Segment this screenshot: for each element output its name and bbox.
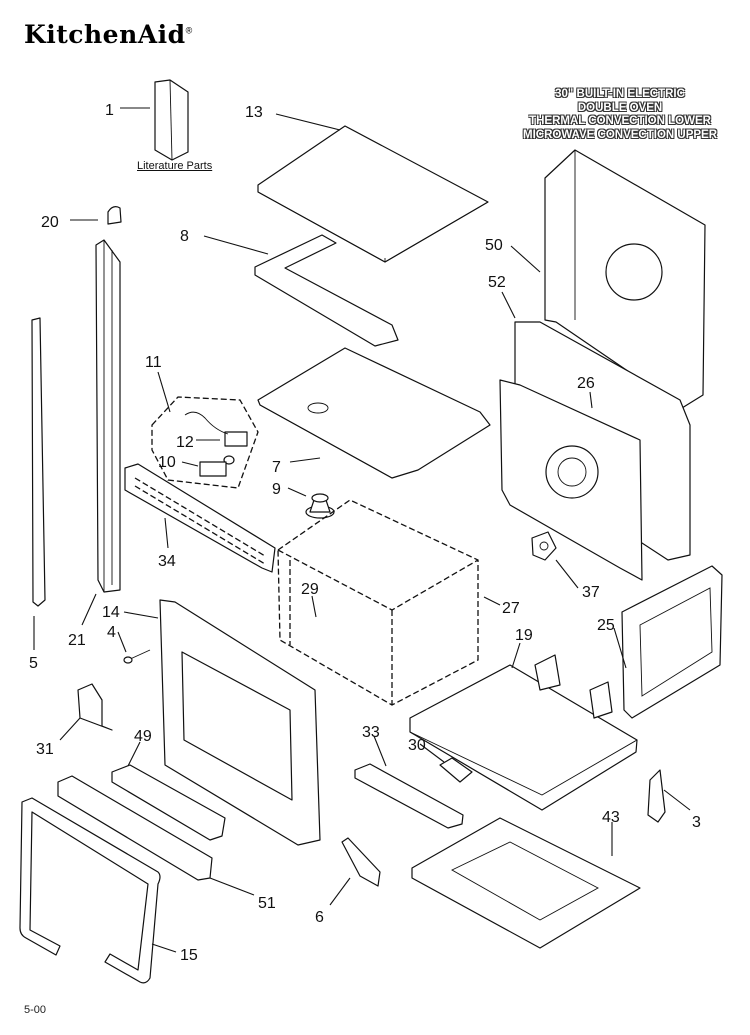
part-wiring-group <box>151 396 259 489</box>
part-lower-panel <box>409 654 638 811</box>
part-vent-grille <box>124 463 276 573</box>
part-cap <box>107 206 122 225</box>
part-angle-bracket <box>647 769 666 823</box>
part-fan-bracket <box>499 379 643 581</box>
callout-29: 29 <box>301 581 319 598</box>
callout-33: 33 <box>362 724 380 741</box>
diagram-title: 30" BUILT-IN ELECTRIC DOUBLE OVEN THERMA… <box>506 88 734 142</box>
part-clip-30 <box>439 757 473 783</box>
callout-26: 26 <box>577 375 595 392</box>
callout-7: 7 <box>272 459 281 476</box>
part-side-trim <box>95 239 121 593</box>
brand-name: KitchenAid <box>24 20 186 49</box>
part-side-panel <box>621 565 723 719</box>
callout-52: 52 <box>488 274 506 291</box>
callout-4: 4 <box>107 624 116 641</box>
callout-12: 12 <box>176 434 194 451</box>
callout-49: 49 <box>134 728 152 745</box>
part-top-panel <box>257 125 489 263</box>
callout-1: 1 <box>105 102 114 119</box>
title-line-1: 30" BUILT-IN ELECTRIC <box>555 88 685 100</box>
callout-31: 31 <box>36 741 54 758</box>
part-gusset <box>341 837 381 887</box>
callout-8: 8 <box>180 228 189 245</box>
callout-21: 21 <box>68 632 86 649</box>
callout-30: 30 <box>408 737 426 754</box>
part-frame <box>254 234 399 347</box>
callout-25: 25 <box>597 617 615 634</box>
callout-34: 34 <box>158 553 176 570</box>
part-oven-cavity <box>277 499 479 706</box>
part-front-frame <box>159 599 321 846</box>
callout-51: 51 <box>258 895 276 912</box>
callout-15: 15 <box>180 947 198 964</box>
part-bracket-31 <box>77 683 113 731</box>
registered-mark: ® <box>185 25 193 36</box>
part-literature-book <box>154 79 189 161</box>
part-screw <box>123 649 151 664</box>
part-sensor <box>531 531 557 561</box>
callout-20: 20 <box>41 214 59 231</box>
callout-numbers: 1 13 20 8 50 52 11 12 10 7 9 26 34 29 27… <box>29 102 701 964</box>
callout-11: 11 <box>145 354 162 371</box>
part-top-plate <box>257 347 491 479</box>
footer-code: 5-00 <box>24 1004 47 1016</box>
callout-3: 3 <box>692 814 701 831</box>
callout-10: 10 <box>158 454 176 471</box>
callout-6: 6 <box>315 909 324 926</box>
callout-37: 37 <box>582 584 600 601</box>
part-motor <box>305 493 335 519</box>
part-strip-33 <box>354 763 464 829</box>
callout-9: 9 <box>272 481 281 498</box>
title-line-4: MICROWAVE CONVECTION UPPER <box>522 128 718 141</box>
kitchenaid-logo: KitchenAid® <box>24 20 193 49</box>
literature-parts-label: Literature Parts <box>137 160 213 172</box>
title-line-2: DOUBLE OVEN <box>577 101 663 114</box>
title-line-3: THERMAL CONVECTION LOWER <box>529 115 711 127</box>
callout-13: 13 <box>245 104 263 121</box>
part-rod <box>31 317 46 607</box>
callout-19: 19 <box>515 627 533 644</box>
part-rear-panel <box>544 149 706 409</box>
leader-lines <box>33 107 691 953</box>
callout-50: 50 <box>485 237 503 254</box>
callout-14: 14 <box>102 604 120 621</box>
part-channel-49 <box>111 764 226 841</box>
part-gasket <box>19 797 161 984</box>
part-bottom-tray <box>411 817 641 949</box>
callout-43: 43 <box>602 809 620 826</box>
callout-27: 27 <box>502 600 520 617</box>
callout-5: 5 <box>29 655 38 672</box>
